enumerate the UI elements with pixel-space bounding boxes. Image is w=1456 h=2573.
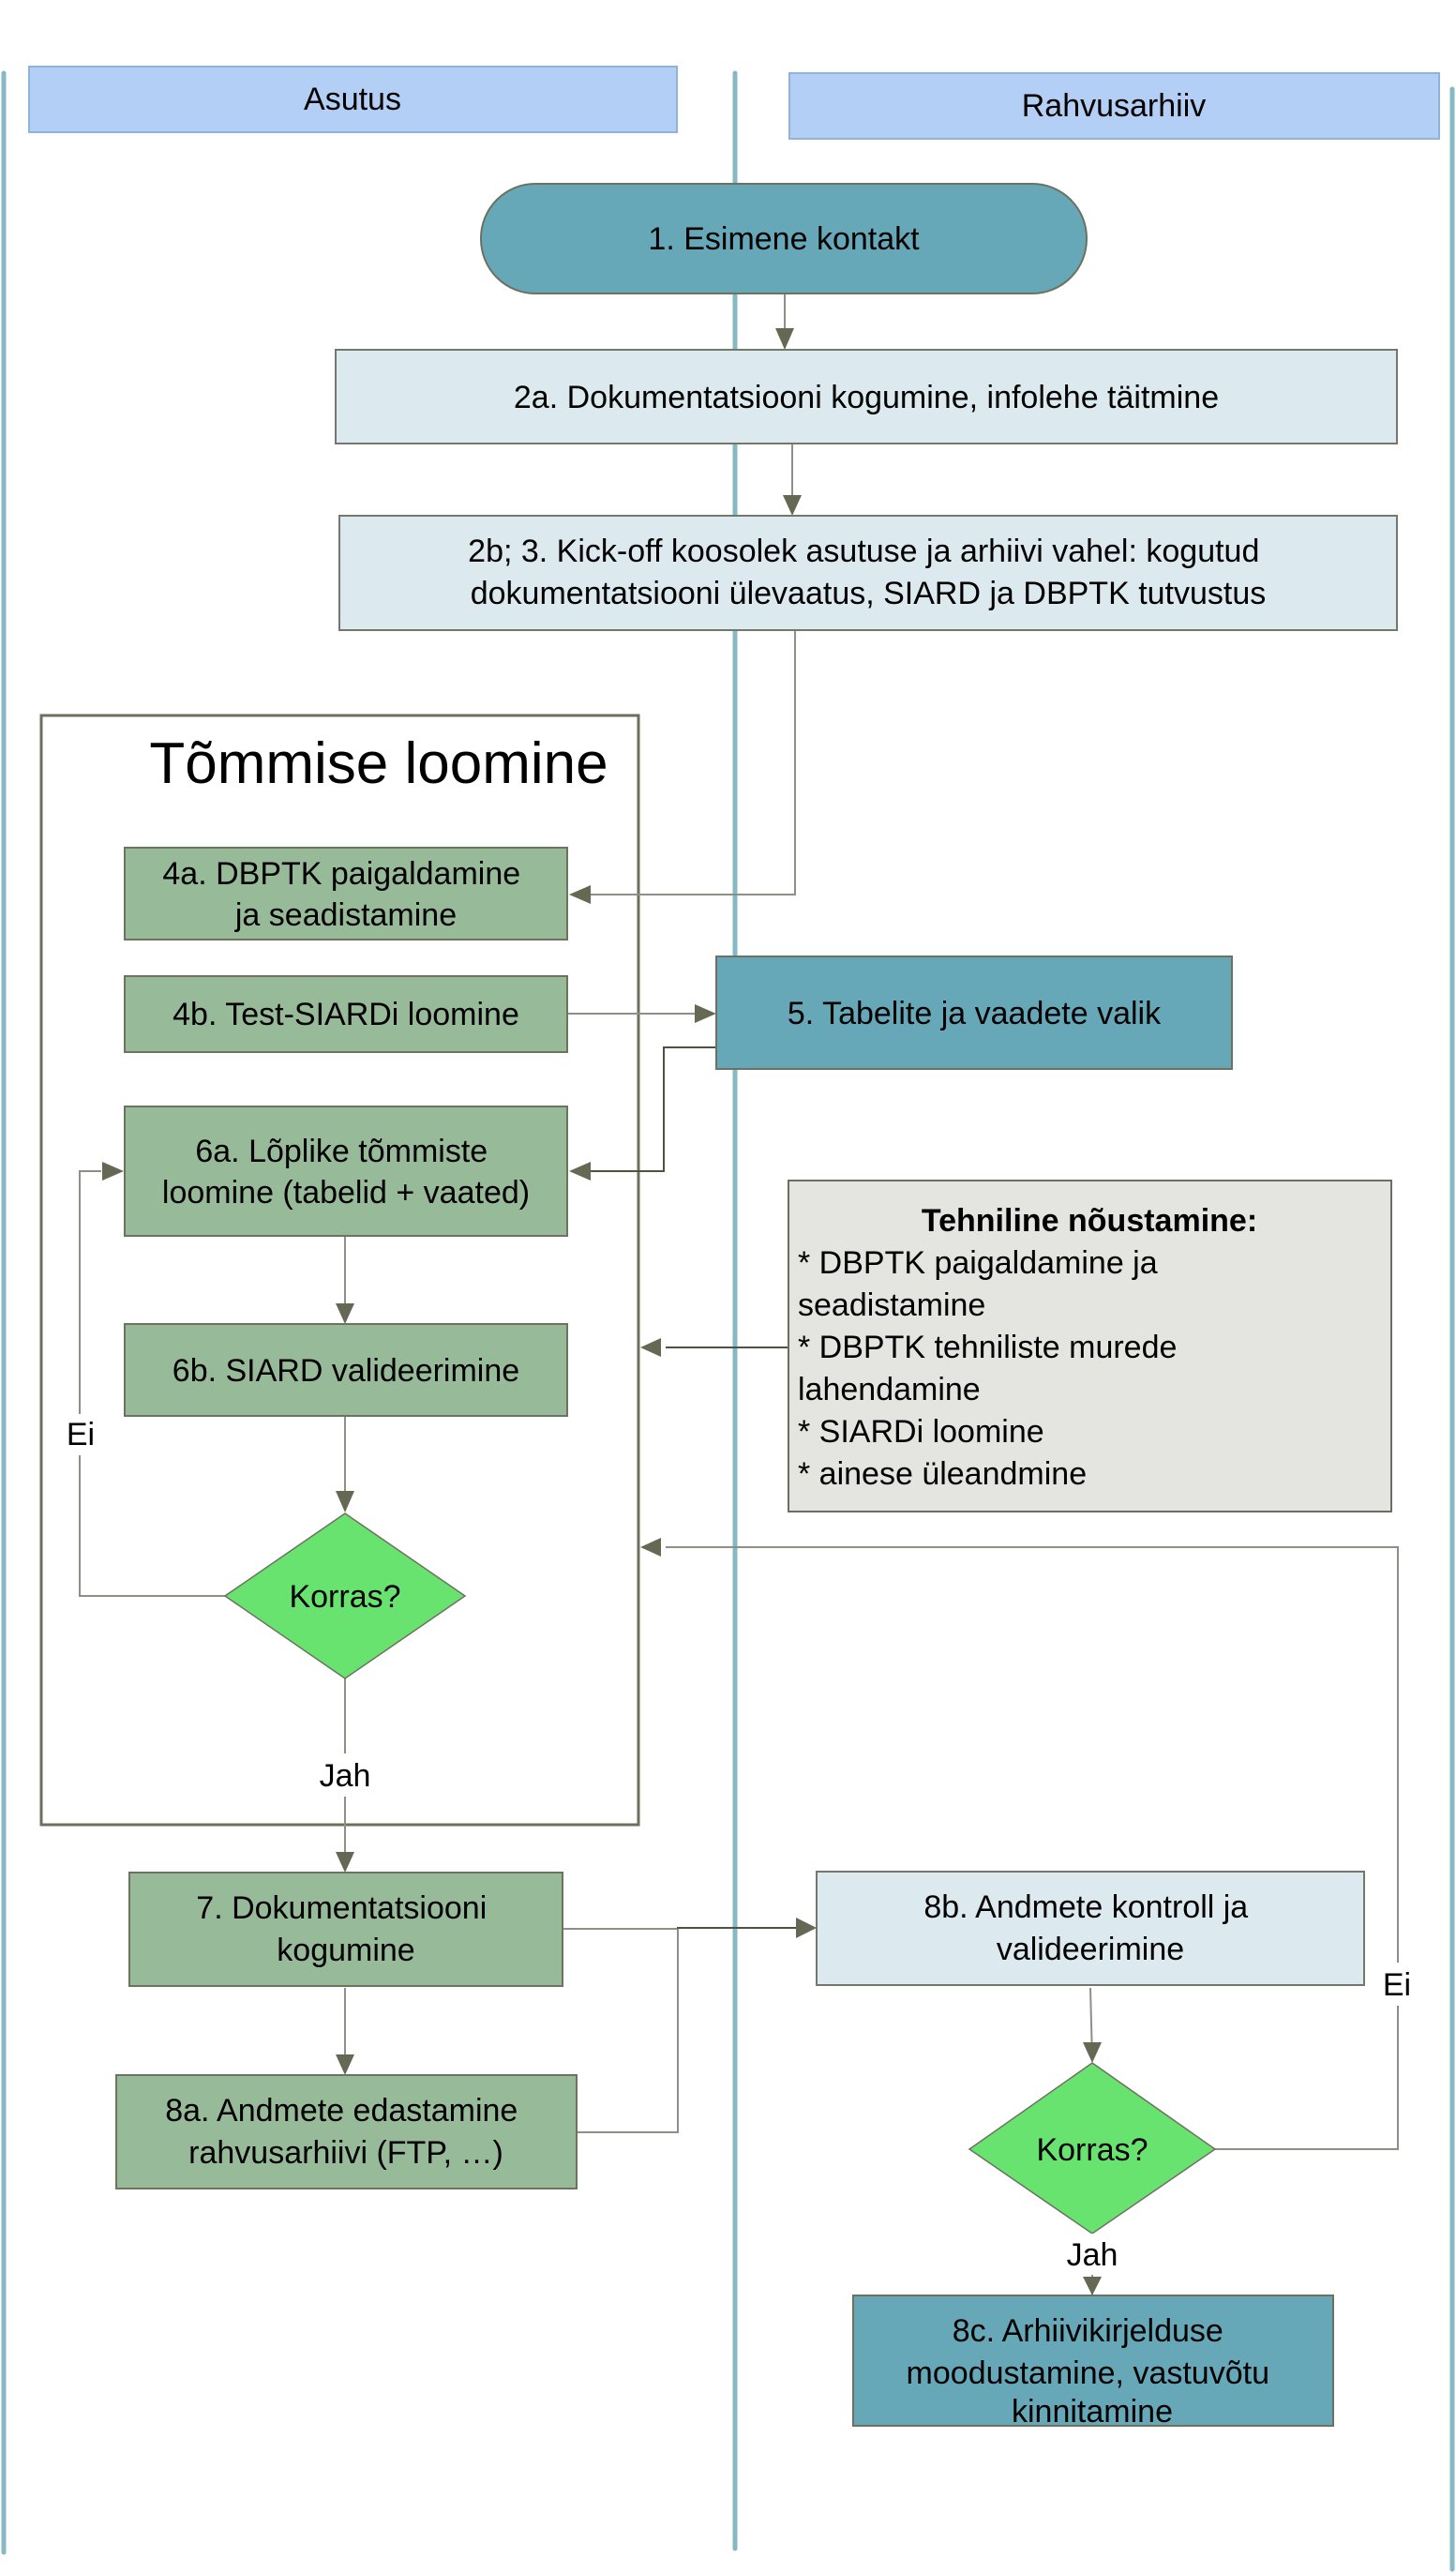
edge-2b-to-4a	[581, 631, 796, 895]
svg-text:* DBPTK paigaldamine ja: * DBPTK paigaldamine ja seadistamine * D…	[798, 1245, 1186, 1492]
arrowhead-6a-left	[102, 1162, 124, 1181]
node-4b-text: 4b. Test-SIARDi loomine	[173, 997, 519, 1032]
lane-header-rahvusarhiiv: Rahvusarhiiv	[788, 72, 1440, 140]
group-title: Tõmmise loomine	[149, 731, 608, 796]
node-4a-text-1: 4a. DBPTK paigaldamine	[162, 856, 520, 892]
arrowhead-6a-right	[569, 1162, 591, 1181]
edge-label-d2-no: Ei	[1376, 1963, 1418, 2006]
arrowhead-4a	[569, 885, 591, 904]
arrowhead-8b	[796, 1918, 817, 1938]
group-tommise-loomine: Tõmmise loomine	[39, 714, 640, 1827]
node-8b-text-1: 8b. Andmete kontroll ja	[923, 1889, 1248, 1925]
node-6b-siard-valideerimine[interactable]: 6b. SIARD valideerimine	[124, 1323, 568, 1417]
node-6a-loplike-tommiste-loomine[interactable]: 6a. Lõplike tõmmiste loomine (tabelid + …	[124, 1106, 568, 1237]
node-8a-andmete-edastamine[interactable]: 8a. Andmete edastamine rahvusarhiivi (FT…	[115, 2074, 578, 2189]
note-line: lahendamine	[798, 1372, 981, 1407]
node-7-text-2: kogumine	[277, 1933, 414, 1968]
node-8c-text-2: moodustamine, vastuvõtu	[907, 2355, 1269, 2391]
arrowhead-6b	[336, 1303, 354, 1324]
node-8a-text-1: 8a. Andmete edastamine	[165, 2093, 518, 2129]
node-2b-text-2: dokumentatsiooni ülevaatus, SIARD ja DBP…	[471, 576, 1267, 611]
svg-text:2a. Dokumentatsiooni kogumine,: 2a. Dokumentatsiooni kogumine, infolehe …	[514, 380, 1219, 415]
svg-text:8a. Andmete edastamine r: 8a. Andmete edastamine rahvusarhiivi (FT…	[165, 2093, 527, 2171]
node-6a-text-1: 6a. Lõplike tõmmiste	[195, 1134, 488, 1169]
node-4a-dbptk-paigaldamine[interactable]: 4a. DBPTK paigaldamine ja seadistamine	[124, 847, 568, 940]
lane-title-rahvusarhiiv: Rahvusarhiiv	[1022, 88, 1207, 124]
arrowhead-d1	[336, 1491, 354, 1512]
arrowhead-8a	[336, 2054, 354, 2075]
note-line: * ainese üleandmine	[798, 1456, 1087, 1492]
node-8b-andmete-kontroll[interactable]: 8b. Andmete kontroll ja valideerimine	[816, 1871, 1365, 1986]
svg-text:Korras?: Korras?	[289, 1579, 400, 1615]
svg-text:4b. Test-SIARDi loomine: 4b. Test-SIARDi loomine	[173, 997, 519, 1032]
svg-text:5. Tabelite ja vaadete valik: 5. Tabelite ja vaadete valik	[788, 996, 1162, 1031]
node-8c-arhiivikirjelduse-moodustamine[interactable]: 8c. Arhiivikirjelduse moodustamine, vast…	[852, 2295, 1334, 2430]
node-6b-text: 6b. SIARD valideerimine	[173, 1353, 519, 1389]
note-title: Tehniline nõustamine:	[922, 1203, 1257, 1239]
decision-2-korras[interactable]: Korras?	[968, 2062, 1217, 2234]
node-2b-text-1: 2b; 3. Kick-off koosolek asutuse ja arhi…	[468, 534, 1259, 569]
svg-text:Jah: Jah	[1067, 2237, 1118, 2273]
svg-text:6a. Lõplike tõmmiste loo: 6a. Lõplike tõmmiste loomine (tabelid + …	[162, 1134, 530, 1211]
svg-text:Ei: Ei	[67, 1417, 95, 1452]
edge-label-d2-yes: Jah	[1062, 2234, 1122, 2275]
arrowhead-2a	[775, 328, 794, 350]
node-8b-text-2: valideerimine	[997, 1932, 1184, 1967]
svg-text:2b; 3. Kick-off koosolek asutu: 2b; 3. Kick-off koosolek asutuse ja arhi…	[468, 534, 1268, 611]
node-2b-kick-off[interactable]: 2b; 3. Kick-off koosolek asutuse ja arhi…	[338, 515, 1398, 631]
node-2a-text: 2a. Dokumentatsiooni kogumine, infolehe …	[514, 380, 1219, 415]
decision-2-text: Korras?	[1036, 2132, 1148, 2168]
node-6a-text-2: loomine (tabelid + vaated)	[162, 1175, 530, 1211]
node-8a-text-2: rahvusarhiivi (FTP, …)	[188, 2135, 503, 2171]
arrowhead-7	[336, 1852, 354, 1873]
lane-header-asutus: Asutus	[28, 66, 678, 133]
arrowhead-note	[640, 1338, 661, 1357]
svg-text:8b. Andmete kontroll ja: 8b. Andmete kontroll ja valideerimine	[923, 1889, 1256, 1967]
node-4a-text-2: ja seadistamine	[234, 897, 457, 933]
node-5-tabelite-valik[interactable]: 5. Tabelite ja vaadete valik	[715, 955, 1233, 1070]
node-1-esimene-kontakt[interactable]: 1. Esimene kontakt	[480, 183, 1088, 294]
edge-label-d1-no: Ei	[62, 1414, 99, 1455]
edge-8a-to-junction	[577, 1929, 679, 2133]
edge-5-to-6a	[581, 1046, 717, 1172]
arrowhead-d2-no	[640, 1538, 661, 1557]
node-5-text: 5. Tabelite ja vaadete valik	[788, 996, 1162, 1031]
node-8c-text-1: 8c. Arhiivikirjelduse	[953, 2313, 1223, 2349]
connectors	[79, 293, 1399, 2307]
node-2a-dokumentatsiooni-kogumine[interactable]: 2a. Dokumentatsiooni kogumine, infolehe …	[335, 349, 1398, 444]
edge-d2-no-loop	[666, 1546, 1399, 2150]
note-tehniline-noustamine[interactable]: Tehniline nõustamine: * DBPTK paigaldami…	[788, 1180, 1392, 1512]
note-line: * DBPTK tehniliste murede	[798, 1330, 1177, 1365]
svg-text:8c. Arhiivikirjelduse mo: 8c. Arhiivikirjelduse moodustamine, vast…	[907, 2313, 1279, 2430]
arrowhead-d2	[1083, 2042, 1102, 2063]
node-8c-text-3: kinnitamine	[1012, 2394, 1173, 2430]
note-line: * SIARDi loomine	[798, 1414, 1044, 1450]
node-4b-test-siard[interactable]: 4b. Test-SIARDi loomine	[124, 975, 568, 1053]
node-7-dokumentatsiooni-kogumine[interactable]: 7. Dokumentatsiooni kogumine	[128, 1872, 563, 1987]
node-7-text-1: 7. Dokumentatsiooni	[196, 1890, 487, 1926]
edge-d1-no-loop	[79, 1170, 225, 1597]
arrowhead-8c	[1083, 2277, 1102, 2295]
arrowhead-2b	[783, 495, 802, 516]
svg-text:Jah: Jah	[320, 1758, 371, 1794]
svg-text:1. Esimene kontakt: 1. Esimene kontakt	[648, 221, 920, 257]
svg-text:Ei: Ei	[1383, 1967, 1411, 2003]
node-1-text: 1. Esimene kontakt	[648, 221, 920, 257]
arrowheads	[102, 328, 1102, 2295]
svg-text:4a. DBPTK paigaldamine j: 4a. DBPTK paigaldamine ja seadistamine	[162, 856, 529, 933]
decision-1-text: Korras?	[289, 1579, 400, 1615]
decision-1-korras[interactable]: Korras?	[223, 1512, 467, 1679]
note-line: * DBPTK paigaldamine ja	[798, 1245, 1158, 1281]
svg-text:6b. SIARD valideerimine: 6b. SIARD valideerimine	[173, 1353, 519, 1389]
note-line: seadistamine	[798, 1287, 985, 1323]
svg-text:Korras?: Korras?	[1036, 2132, 1148, 2168]
arrowhead-5	[695, 1004, 716, 1023]
edge-label-d1-yes: Jah	[315, 1753, 375, 1797]
svg-text:7. Dokumentatsiooni kogu: 7. Dokumentatsiooni kogumine	[196, 1890, 495, 1968]
lane-title-asutus: Asutus	[304, 82, 401, 117]
